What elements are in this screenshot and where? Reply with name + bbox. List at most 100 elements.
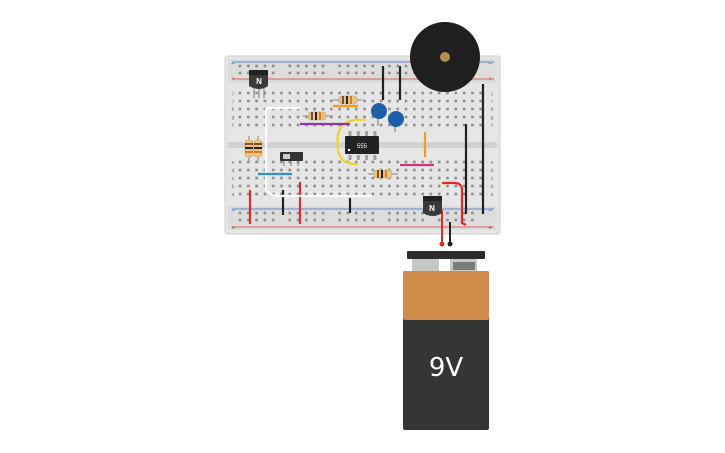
breadboard-hole[interactable] (446, 91, 449, 95)
breadboard-hole[interactable] (247, 211, 250, 215)
breadboard-hole[interactable] (421, 115, 424, 119)
breadboard-hole[interactable] (479, 99, 482, 103)
resistor[interactable] (244, 136, 254, 162)
breadboard-hole[interactable] (471, 107, 474, 111)
breadboard-hole[interactable] (313, 160, 316, 164)
breadboard-hole[interactable] (313, 99, 316, 103)
breadboard-hole[interactable] (263, 192, 267, 196)
breadboard-hole[interactable] (471, 184, 474, 188)
breadboard-hole[interactable] (338, 168, 341, 172)
breadboard-hole[interactable] (255, 211, 258, 215)
breadboard-hole[interactable] (446, 176, 449, 180)
breadboard-hole[interactable] (247, 160, 250, 164)
breadboard-hole[interactable] (413, 184, 416, 188)
breadboard-hole[interactable] (296, 184, 300, 188)
breadboard-hole[interactable] (462, 192, 466, 196)
breadboard-hole[interactable] (404, 218, 408, 222)
breadboard-hole[interactable] (296, 99, 300, 103)
breadboard-hole[interactable] (388, 218, 391, 222)
breadboard-hole[interactable] (462, 107, 466, 111)
breadboard-hole[interactable] (296, 91, 300, 95)
breadboard-hole[interactable] (371, 211, 375, 215)
breadboard-hole[interactable] (429, 176, 433, 180)
breadboard-hole[interactable] (296, 168, 300, 172)
breadboard-hole[interactable] (321, 64, 325, 68)
breadboard-hole[interactable] (421, 176, 424, 180)
breadboard-hole[interactable] (338, 184, 341, 188)
breadboard-hole[interactable] (346, 64, 350, 68)
breadboard-hole[interactable] (305, 64, 308, 68)
breadboard-hole[interactable] (255, 218, 258, 222)
breadboard-hole[interactable] (313, 192, 316, 196)
breadboard-hole[interactable] (338, 71, 341, 75)
breadboard-hole[interactable] (413, 176, 416, 180)
breadboard-hole[interactable] (471, 91, 474, 95)
breadboard-hole[interactable] (321, 160, 325, 164)
breadboard-hole[interactable] (354, 91, 358, 95)
breadboard-hole[interactable] (321, 91, 325, 95)
breadboard-hole[interactable] (371, 99, 375, 103)
breadboard-hole[interactable] (354, 184, 358, 188)
breadboard-hole[interactable] (247, 218, 250, 222)
breadboard-hole[interactable] (330, 176, 333, 180)
breadboard-hole[interactable] (404, 168, 408, 172)
breadboard-hole[interactable] (404, 160, 408, 164)
breadboard-hole[interactable] (421, 160, 424, 164)
breadboard-hole[interactable] (437, 192, 441, 196)
breadboard-hole[interactable] (363, 160, 366, 164)
breadboard-hole[interactable] (363, 115, 366, 119)
breadboard-hole[interactable] (388, 211, 391, 215)
breadboard-hole[interactable] (479, 115, 482, 119)
breadboard-hole[interactable] (321, 211, 325, 215)
breadboard-hole[interactable] (271, 123, 275, 127)
breadboard-hole[interactable] (338, 176, 341, 180)
breadboard-hole[interactable] (271, 99, 275, 103)
breadboard-hole[interactable] (404, 99, 408, 103)
breadboard-hole[interactable] (454, 115, 458, 119)
breadboard-hole[interactable] (462, 211, 466, 215)
breadboard-hole[interactable] (413, 123, 416, 127)
breadboard-hole[interactable] (454, 160, 458, 164)
capacitor[interactable] (388, 111, 404, 132)
breadboard-hole[interactable] (288, 176, 292, 180)
breadboard-hole[interactable] (363, 71, 366, 75)
breadboard-hole[interactable] (280, 160, 283, 164)
breadboard-hole[interactable] (255, 107, 258, 111)
breadboard-hole[interactable] (404, 71, 408, 75)
breadboard-hole[interactable] (271, 168, 275, 172)
red-wire[interactable] (442, 181, 467, 226)
breadboard-hole[interactable] (413, 192, 416, 196)
breadboard-hole[interactable] (321, 176, 325, 180)
breadboard-hole[interactable] (446, 184, 449, 188)
breadboard-hole[interactable] (296, 211, 300, 215)
breadboard-hole[interactable] (388, 64, 391, 68)
breadboard-hole[interactable] (429, 107, 433, 111)
breadboard-hole[interactable] (404, 115, 408, 119)
breadboard-hole[interactable] (429, 115, 433, 119)
breadboard-hole[interactable] (388, 123, 391, 127)
breadboard-hole[interactable] (396, 211, 399, 215)
white-wire[interactable] (264, 106, 372, 198)
breadboard-hole[interactable] (296, 176, 300, 180)
breadboard-hole[interactable] (437, 115, 441, 119)
breadboard-hole[interactable] (396, 176, 399, 180)
breadboard-hole[interactable] (238, 115, 242, 119)
breadboard-hole[interactable] (346, 115, 350, 119)
breadboard-hole[interactable] (354, 176, 358, 180)
breadboard-hole[interactable] (454, 99, 458, 103)
resistor[interactable] (303, 111, 333, 121)
breadboard-hole[interactable] (288, 71, 292, 75)
breadboard-hole[interactable] (247, 64, 250, 68)
breadboard-hole[interactable] (421, 168, 424, 172)
breadboard-hole[interactable] (288, 218, 292, 222)
breadboard-hole[interactable] (429, 184, 433, 188)
breadboard-hole[interactable] (446, 211, 449, 215)
breadboard-hole[interactable] (363, 168, 366, 172)
breadboard-hole[interactable] (471, 218, 474, 222)
breadboard-hole[interactable] (471, 176, 474, 180)
breadboard-hole[interactable] (479, 107, 482, 111)
breadboard-hole[interactable] (305, 192, 308, 196)
breadboard-hole[interactable] (288, 160, 292, 164)
breadboard-hole[interactable] (413, 168, 416, 172)
breadboard-hole[interactable] (288, 64, 292, 68)
